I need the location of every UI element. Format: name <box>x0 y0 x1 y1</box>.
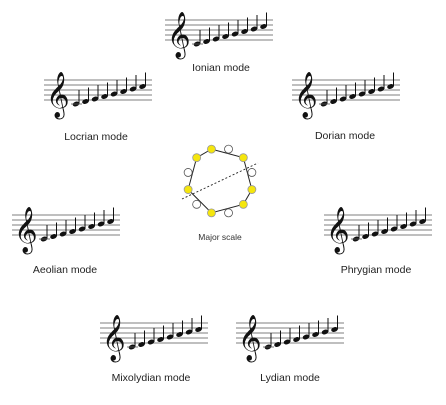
scale-degree-dot <box>247 185 257 194</box>
note-icon <box>129 75 137 92</box>
note-icon <box>193 30 201 47</box>
mode-label-lydian: Lydian mode <box>260 372 320 384</box>
note-icon <box>101 82 108 99</box>
mode-label-dorian: Dorian mode <box>314 130 376 142</box>
note-icon <box>203 27 210 44</box>
treble-clef-icon: 𝄞 <box>294 72 318 120</box>
note-icon <box>72 90 80 107</box>
treble-clef-icon: 𝄞 <box>238 315 262 363</box>
mode-label-aeolian: Aeolian mode <box>32 264 98 276</box>
note-icon <box>222 22 229 39</box>
note-icon <box>157 325 164 342</box>
note-icon <box>40 225 48 242</box>
note-icon <box>59 220 67 237</box>
note-icon <box>400 212 407 229</box>
staff-ionian: 𝄞 <box>165 8 273 60</box>
note-icon <box>368 77 375 94</box>
note-icon <box>138 330 145 347</box>
note-icon <box>128 333 136 350</box>
mode-label-ionian: Ionian mode <box>192 62 250 74</box>
note-icon <box>120 77 127 94</box>
note-icon <box>82 87 89 104</box>
note-icon <box>293 325 300 342</box>
empty-dot <box>183 168 193 177</box>
note-icon <box>166 323 174 340</box>
empty-dot <box>247 168 257 177</box>
note-icon <box>264 333 272 350</box>
note-icon <box>88 212 95 229</box>
mode-label-phrygian: Phrygian mode <box>340 264 412 276</box>
note-icon <box>78 215 86 232</box>
note-icon <box>274 330 281 347</box>
note-icon <box>349 82 356 99</box>
staff-phrygian: 𝄞 <box>324 203 432 255</box>
note-icon <box>185 318 193 335</box>
note-icon <box>250 15 258 32</box>
note-icon <box>371 220 379 237</box>
note-icon <box>260 12 267 29</box>
note-icon <box>390 215 398 232</box>
note-icon <box>409 210 417 227</box>
treble-clef-icon: 𝄞 <box>46 72 70 120</box>
note-icon <box>358 80 366 97</box>
mode-label-mixolydian: Mixolydian mode <box>111 372 191 384</box>
note-icon <box>195 315 202 332</box>
treble-clef-icon: 𝄞 <box>326 207 350 255</box>
note-icon <box>283 328 291 345</box>
treble-clef-icon: 𝄞 <box>167 12 191 60</box>
scale-degree-dot <box>207 144 216 154</box>
scale-degree-dot <box>238 153 248 163</box>
note-icon <box>69 217 76 234</box>
note-icon <box>339 85 347 102</box>
staff-mixolydian: 𝄞 <box>100 311 208 363</box>
note-icon <box>330 87 337 104</box>
mode-label-locrian: Locrian mode <box>64 131 128 143</box>
major-scale-label: Major scale <box>198 232 242 242</box>
note-icon <box>241 17 248 34</box>
note-icon <box>321 318 329 335</box>
note-icon <box>381 217 388 234</box>
treble-clef-icon: 𝄞 <box>102 315 126 363</box>
scale-polygon <box>187 148 253 214</box>
scale-degree-dot <box>192 153 202 163</box>
empty-dot <box>224 144 233 154</box>
note-icon <box>176 320 183 337</box>
scale-degree-dot <box>207 208 216 218</box>
empty-dot <box>192 199 202 209</box>
note-icon <box>110 80 118 97</box>
staff-lydian: 𝄞 <box>236 311 344 363</box>
treble-clef-icon: 𝄞 <box>14 207 38 255</box>
note-icon <box>97 210 105 227</box>
note-icon <box>302 323 310 340</box>
note-icon <box>91 85 99 102</box>
note-icon <box>147 328 155 345</box>
note-icon <box>212 25 220 42</box>
note-icon <box>352 225 360 242</box>
staff-locrian: 𝄞 <box>44 68 152 120</box>
note-icon <box>139 72 146 89</box>
scale-degree-dot <box>238 199 248 209</box>
staff-aeolian: 𝄞 <box>12 203 120 255</box>
note-icon <box>50 222 57 239</box>
note-icon <box>231 20 239 37</box>
note-icon <box>419 207 426 224</box>
note-icon <box>331 315 338 332</box>
major-scale-circle <box>181 144 259 218</box>
note-icon <box>107 207 114 224</box>
note-icon <box>377 75 385 92</box>
scale-degree-dot <box>183 185 193 194</box>
note-icon <box>362 222 369 239</box>
staff-dorian: 𝄞 <box>292 68 400 120</box>
note-icon <box>387 72 394 89</box>
note-icon <box>312 320 319 337</box>
note-icon <box>320 90 328 107</box>
empty-dot <box>224 208 233 218</box>
